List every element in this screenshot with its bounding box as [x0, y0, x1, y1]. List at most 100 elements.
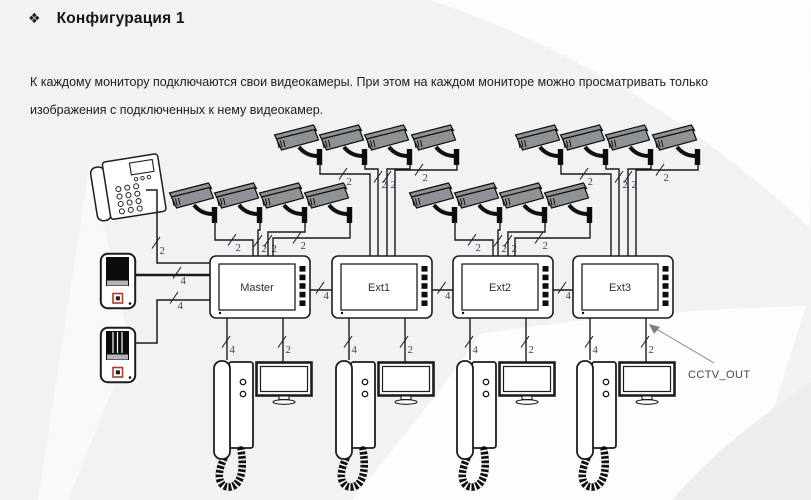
wire-size-label: 4: [473, 344, 479, 356]
intercom-handset-icon: [214, 361, 253, 487]
wire-camera: [635, 165, 699, 256]
wire-size-slash: [169, 291, 179, 304]
cctv-out-arrow: [652, 326, 715, 364]
wire-camera: [364, 165, 379, 256]
wire-size-label: 2: [423, 172, 428, 184]
description-line-2: изображения с подключенных к нему видеок…: [30, 102, 324, 117]
wire-size-slash: [292, 231, 302, 244]
wire-size-label: 2: [476, 242, 481, 254]
wire-size-label: 2: [632, 179, 637, 191]
wire-size-label: 2: [286, 344, 291, 356]
cctv-camera-icon: [650, 123, 703, 167]
wire-camera: [514, 223, 591, 256]
wire-size-slash: [315, 281, 325, 294]
wire-size-slash: [534, 231, 544, 244]
wire-size-slash: [172, 266, 182, 279]
wire-size-label: 2: [623, 179, 628, 191]
cctv-camera-icon: [257, 181, 310, 225]
wire-camera: [214, 223, 254, 256]
desk-telephone-icon: [88, 152, 168, 223]
wire-size-slash: [655, 163, 665, 176]
wire-size-label: 2: [512, 243, 517, 255]
wire-size-label: 2: [529, 344, 534, 356]
wire-size-label: 4: [178, 300, 184, 312]
wire-camera: [605, 165, 620, 256]
section-bullet-icon: ❖: [28, 10, 41, 26]
wire-size-label: 2: [664, 172, 669, 184]
door-station-icon: [101, 328, 135, 382]
swoosh-gray-corner: [672, 382, 811, 500]
wire-size-slash: [584, 335, 594, 348]
wire-size-label: 2: [408, 344, 413, 356]
wire-size-label: 4: [566, 290, 572, 302]
wire-size-slash: [557, 281, 567, 294]
wire-size-slash: [151, 236, 161, 249]
intercom-handset-icon: [336, 361, 375, 487]
description-text: К каждому монитору подключаются свои вид…: [30, 68, 805, 124]
wire-size-label: 2: [160, 245, 165, 257]
wire-size-slash: [373, 170, 383, 183]
cctv-camera-icon: [497, 181, 550, 225]
cctv-camera-icon: [603, 123, 656, 167]
wire-size-slash: [227, 233, 237, 246]
wire-camera: [394, 165, 458, 256]
page-title: Конфигурация 1: [56, 10, 185, 27]
wire-door-station-2: [135, 299, 210, 344]
wire-size-slash: [263, 234, 273, 247]
tv-monitor-icon: [377, 361, 435, 406]
wire-size-slash: [382, 170, 392, 183]
wire-camera: [272, 223, 351, 256]
cctv-out-arrowhead: [649, 324, 660, 334]
wire-size-label: 2: [272, 243, 277, 255]
section-header: ❖ Конфигурация 1: [28, 10, 185, 28]
cctv-camera-icon: [542, 181, 595, 225]
wire-size-slash: [343, 335, 353, 348]
wire-telephone: [146, 189, 210, 264]
wire-camera: [507, 223, 546, 256]
monitor-label: Master: [240, 282, 274, 294]
wire-size-slash: [614, 170, 624, 183]
wire-camera: [319, 165, 371, 256]
wire-size-slash: [503, 234, 513, 247]
wire-size-label: 2: [649, 344, 654, 356]
wire-size-label: 2: [543, 240, 548, 252]
wire-size-label: 2: [347, 176, 352, 188]
cctv-camera-icon: [513, 123, 566, 167]
description-line-1: К каждому монитору подключаются свои вид…: [30, 74, 709, 89]
wire-size-slash: [623, 170, 633, 183]
wire-size-label: 4: [593, 344, 599, 356]
cctv-camera-icon: [452, 181, 505, 225]
wire-size-slash: [579, 167, 589, 180]
wire-camera: [454, 223, 494, 256]
wire-camera: [560, 165, 612, 256]
cctv-camera-icon: [272, 123, 325, 167]
cctv-camera-icon: [409, 123, 462, 167]
wire-size-label: 2: [391, 179, 396, 191]
cctv-camera-icon: [362, 123, 415, 167]
wire-camera: [497, 223, 501, 256]
wire-size-slash: [464, 335, 474, 348]
monitor-label: Ext1: [368, 282, 390, 294]
wire-camera: [257, 223, 261, 256]
wire-camera: [386, 165, 411, 256]
wire-size-slash: [399, 335, 409, 348]
cctv-camera-icon: [558, 123, 611, 167]
wire-size-slash: [338, 167, 348, 180]
wire-camera: [267, 223, 306, 256]
wire-size-label: 4: [230, 344, 236, 356]
wire-camera: [627, 165, 652, 256]
wire-size-label: 2: [236, 242, 241, 254]
wire-size-label: 2: [588, 176, 593, 188]
wire-size-slash: [520, 335, 530, 348]
cctv-out-label: CCTV_OUT: [688, 369, 750, 381]
monitor-label: Ext3: [609, 282, 631, 294]
monitor-label: Ext2: [489, 282, 511, 294]
wire-size-label: 2: [262, 243, 267, 255]
wire-size-label: 2: [382, 179, 387, 191]
cctv-camera-icon: [407, 181, 460, 225]
wire-size-label: 2: [502, 243, 507, 255]
swoosh-top-right: [430, 0, 811, 228]
swoosh-left-sliver: [38, 162, 130, 500]
